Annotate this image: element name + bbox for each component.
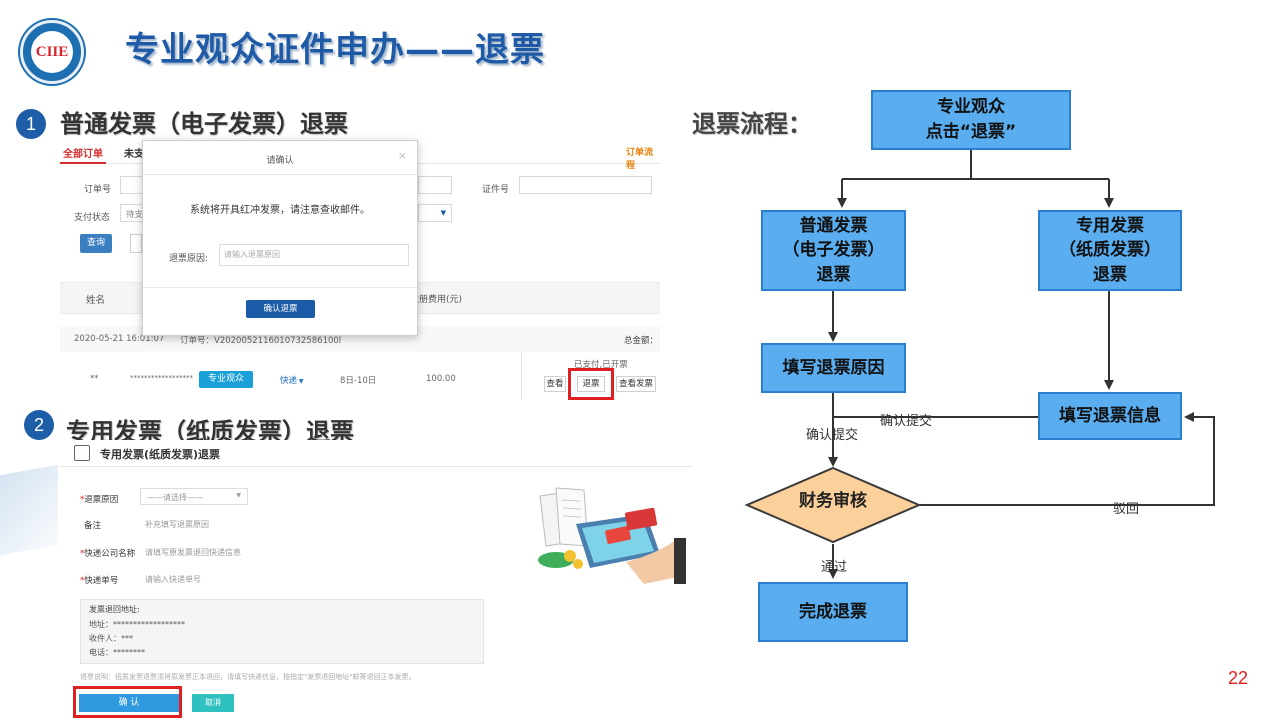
section-1-number: 1 xyxy=(16,109,46,139)
view-button[interactable]: 查看 xyxy=(544,376,566,392)
pay-status-value: 待支 xyxy=(126,210,144,220)
flow-fill-reason-box: 填写退票原因 xyxy=(761,343,906,393)
required-mark: * xyxy=(80,549,85,559)
refund-highlight-box xyxy=(568,368,614,400)
tab-all-orders[interactable]: 全部订单 xyxy=(63,149,103,160)
order-date: 2020-05-21 16:01:07 xyxy=(74,334,165,344)
order-flow-link[interactable]: 订单流程 xyxy=(626,148,654,171)
tab-active-indicator xyxy=(60,162,106,164)
confirm-submit-label-left: 确认提交 xyxy=(806,428,859,443)
modal-divider-bottom xyxy=(143,287,417,288)
required-mark: * xyxy=(80,576,85,586)
confirm-refund-modal: 请确认 × 系统将开具红冲发票，请注意查收邮件。 退票原因: 请输入退票原因 确… xyxy=(142,140,418,336)
remark-input[interactable]: 补充填写退票原因 xyxy=(145,520,209,529)
order-no-label: 订单号 xyxy=(84,185,112,195)
flow-paper-box: 专用发票 （纸质发票） 退票 xyxy=(1038,210,1182,291)
pass-label: 通过 xyxy=(821,560,848,575)
flow-electronic-box: 普通发票 （电子发票） 退票 xyxy=(761,210,906,291)
confirm-button[interactable]: 确 认 xyxy=(79,694,179,712)
modal-title: 请确认 xyxy=(266,156,294,166)
reason-select[interactable]: ——请选择—— ▼ xyxy=(140,488,248,505)
attendee-masked-id: ****************** xyxy=(130,374,193,382)
column-fee: 注册费用(元) xyxy=(410,295,463,305)
return-address-panel: 发票退回地址: 地址：****************** 收件人：*** 电话… xyxy=(80,599,484,664)
refund-reason-input[interactable]: 请输入退票原因 xyxy=(219,244,409,266)
cert-no-label: 证件号 xyxy=(482,185,510,195)
return-address-title: 发票退回地址: xyxy=(89,605,140,614)
courier-label: *快递公司名称 xyxy=(80,547,135,559)
confirm-highlight-box xyxy=(73,686,182,718)
flow-start-box: 专业观众 点击“退票” xyxy=(871,90,1071,150)
refund-note: 退票说明：纸质发票退票须将原发票正本退回，请填写快递信息，按指定"发票退回地址"… xyxy=(80,673,416,681)
confirm-submit-label-right: 确认提交 xyxy=(880,414,933,429)
confirm-refund-button[interactable]: 确认退票 xyxy=(246,300,315,318)
page-number: 22 xyxy=(1228,668,1249,688)
modal-message: 系统将开具红冲发票，请注意查收邮件。 xyxy=(190,205,370,216)
delivery-method[interactable]: 快递 ▼ xyxy=(280,374,304,386)
filter-input[interactable] xyxy=(418,176,452,194)
invoice-refund-illustration xyxy=(538,487,686,584)
query-button[interactable]: 查询 xyxy=(80,234,112,253)
section-1-title: 普通发票（电子发票）退票 xyxy=(60,110,348,138)
order-amount: 100.00 xyxy=(426,374,456,384)
tracking-label-text: 快递单号 xyxy=(84,576,119,586)
order-total-label: 总金额： xyxy=(624,336,659,346)
column-divider xyxy=(521,352,522,400)
section-2-number: 2 xyxy=(24,410,54,440)
chevron-down-icon: ▼ xyxy=(236,492,241,499)
caret-down-icon: ▼ xyxy=(297,378,304,385)
remark-label: 备注 xyxy=(84,521,102,531)
attendee-name: ** xyxy=(90,374,99,384)
refund-button[interactable]: 退票 xyxy=(577,376,605,392)
delivery-days: 8日-10日 xyxy=(340,376,377,386)
view-invoice-button[interactable]: 查看发票 xyxy=(616,376,656,392)
return-phone: 电话：******** xyxy=(89,648,145,657)
modal-divider xyxy=(143,174,417,175)
form-title: 专用发票(纸质发票)退票 xyxy=(100,448,221,461)
column-name: 姓名 xyxy=(86,295,106,306)
close-icon[interactable]: × xyxy=(397,149,407,162)
reset-button[interactable] xyxy=(130,234,142,253)
pay-status-label: 支付状态 xyxy=(74,213,111,223)
order-number: 订单号：V2020052116010732586100l xyxy=(180,336,342,346)
reject-arrow xyxy=(919,412,1215,506)
reason-field-label: *退票原因 xyxy=(80,493,118,505)
visitor-type-tag: 专业观众 xyxy=(199,371,253,388)
return-address: 地址：****************** xyxy=(89,620,185,629)
invoice-form-icon xyxy=(74,445,90,461)
page-title: 专业观众证件申办——退票 xyxy=(125,30,545,70)
cancel-button[interactable]: 取消 xyxy=(192,694,234,712)
paper-invoice-screenshot: 专用发票(纸质发票)退票 *退票原因 ——请选择—— ▼ 备注 补充填写退票原因… xyxy=(60,440,692,720)
refund-reason-label: 退票原因: xyxy=(169,254,209,264)
return-receiver: 收件人：*** xyxy=(89,634,133,643)
tracking-input[interactable]: 请输入快递单号 xyxy=(145,575,201,584)
dropdown-arrow-icon: ▼ xyxy=(440,209,446,217)
courier-input[interactable]: 请填写原发票退回快递信息 xyxy=(145,548,241,557)
tracking-label: *快递单号 xyxy=(80,574,118,586)
ciie-logo: CIIE xyxy=(20,20,84,84)
payment-status: 已支付,已开票 xyxy=(574,360,628,370)
cert-no-input[interactable] xyxy=(519,176,652,194)
logo-text: CIIE xyxy=(35,44,69,60)
tab-unpaid[interactable]: 未支 xyxy=(124,149,144,160)
courier-label-text: 快递公司名称 xyxy=(84,549,136,559)
flow-heading: 退票流程： xyxy=(692,110,812,138)
filter-dropdown[interactable]: ▼ xyxy=(418,204,452,222)
flow-done-box: 完成退票 xyxy=(758,582,908,642)
form-header-divider xyxy=(60,466,692,467)
flow-review-label: 财务审核 xyxy=(799,491,867,511)
reason-label-text: 退票原因 xyxy=(84,495,119,505)
reason-select-placeholder: ——请选择—— xyxy=(147,493,203,502)
review-diamond xyxy=(744,466,922,544)
required-mark: * xyxy=(80,495,85,505)
flow-fill-info-box: 填写退票信息 xyxy=(1038,392,1182,440)
reject-label: 驳回 xyxy=(1113,502,1140,517)
delivery-label: 快递 xyxy=(280,376,298,386)
